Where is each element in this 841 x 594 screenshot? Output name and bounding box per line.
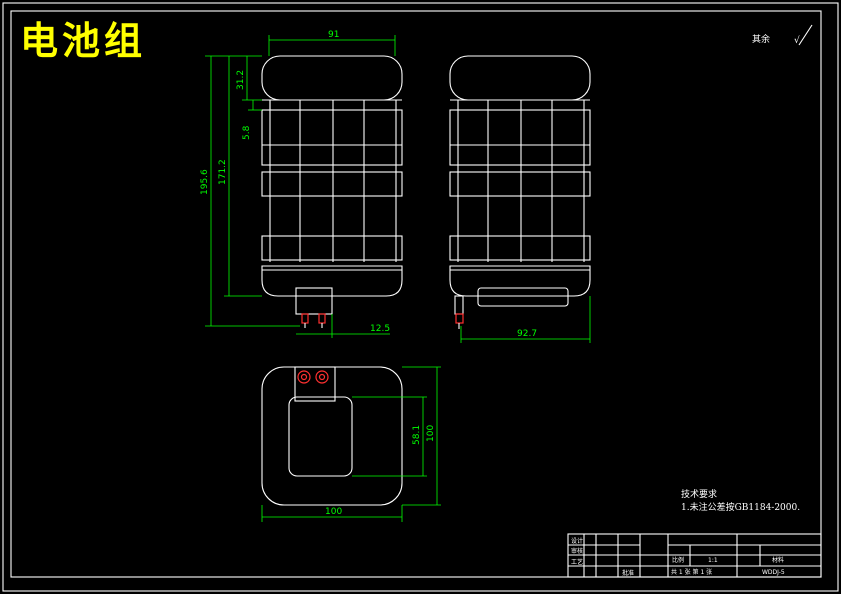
drawing-title: 电池组 xyxy=(20,18,147,63)
tb-label-review: 审核 xyxy=(571,547,583,555)
tb-scale-label: 比例 xyxy=(672,556,684,564)
notes-line1: 1.未注公差按GB1184-2000. xyxy=(681,501,800,513)
dim-top-cap: 31.2 xyxy=(236,70,246,90)
tb-label-design: 设计 xyxy=(571,537,583,545)
tb-approve: 批准 xyxy=(622,569,634,577)
tb-material: 材料 xyxy=(772,556,784,564)
dim-overall-height: 195.6 xyxy=(200,169,210,195)
dim-plan-width: 100 xyxy=(325,507,342,517)
title-block: 设计 审核 工艺 批准 比例 1:1 材料 共 1 张 第 1 张 WDDJ-5 xyxy=(567,533,822,578)
front-view xyxy=(261,55,403,328)
side-view xyxy=(449,55,591,329)
dim-terminal-offset: 12.5 xyxy=(370,324,390,334)
front-view-dimensions: 91 195.6 171.2 31.2 5.8 12.5 xyxy=(200,30,396,338)
tb-scale-value: 1:1 xyxy=(708,557,718,564)
dim-gap: 5.8 xyxy=(242,125,252,140)
dim-body-height: 171.2 xyxy=(218,159,228,185)
dim-plan-height: 100 xyxy=(426,425,436,442)
notes-heading: 技术要求 xyxy=(681,488,717,500)
dim-top-width: 91 xyxy=(328,30,339,40)
plan-view xyxy=(261,366,403,506)
plan-view-dimensions: 100 100 58.1 xyxy=(261,366,441,522)
inner-frame xyxy=(10,10,822,578)
surface-note: 其余 xyxy=(752,33,770,45)
tb-drawing-no: WDDJ-5 xyxy=(762,569,785,576)
tb-label-process: 工艺 xyxy=(571,558,583,566)
side-view-dimensions: 92.7 xyxy=(460,296,591,343)
tb-sheet-info: 共 1 张 第 1 张 xyxy=(671,568,712,576)
dim-side-depth: 92.7 xyxy=(517,329,537,339)
dim-plan-inner: 58.1 xyxy=(412,425,422,445)
surface-symbol: √ xyxy=(794,35,800,46)
